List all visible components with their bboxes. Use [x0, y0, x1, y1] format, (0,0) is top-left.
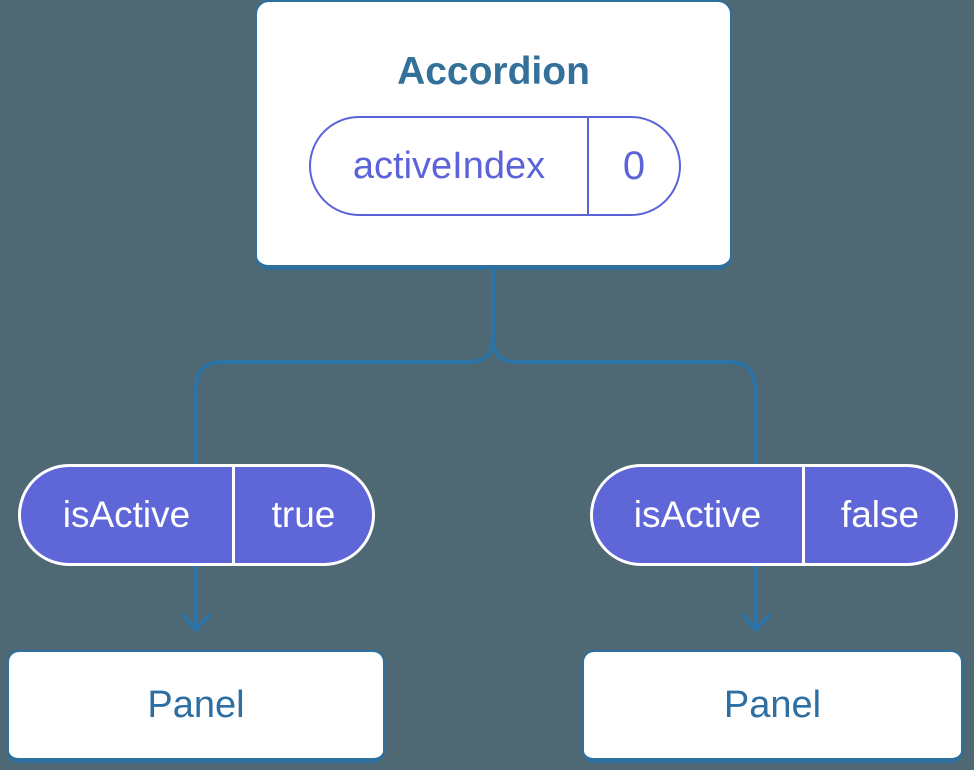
state-value-label: false: [802, 467, 955, 563]
arrow-left-head-icon: [181, 613, 211, 632]
state-name-label: isActive: [633, 494, 762, 535]
accordion-title: Accordion: [397, 50, 590, 93]
accordion-node: Accordion activeIndex 0: [255, 0, 732, 270]
arrow-right-head-icon: [741, 613, 771, 632]
active-index-pill: activeIndex 0: [309, 116, 681, 216]
panel-title: Panel: [147, 683, 245, 726]
fork-right-line: [491, 266, 757, 470]
is-active-pill-true: isActive true: [18, 464, 375, 566]
prop-name-label: activeIndex: [352, 144, 546, 187]
fork-left-line: [194, 266, 495, 470]
panel-node-left: Panel: [7, 650, 385, 763]
panel-title: Panel: [723, 683, 822, 726]
panel-node-right: Panel: [582, 650, 963, 763]
prop-value-label: 0: [587, 118, 679, 214]
state-name-label: isActive: [62, 494, 191, 535]
is-active-pill-false: isActive false: [590, 464, 958, 566]
state-value-label: true: [232, 467, 372, 563]
